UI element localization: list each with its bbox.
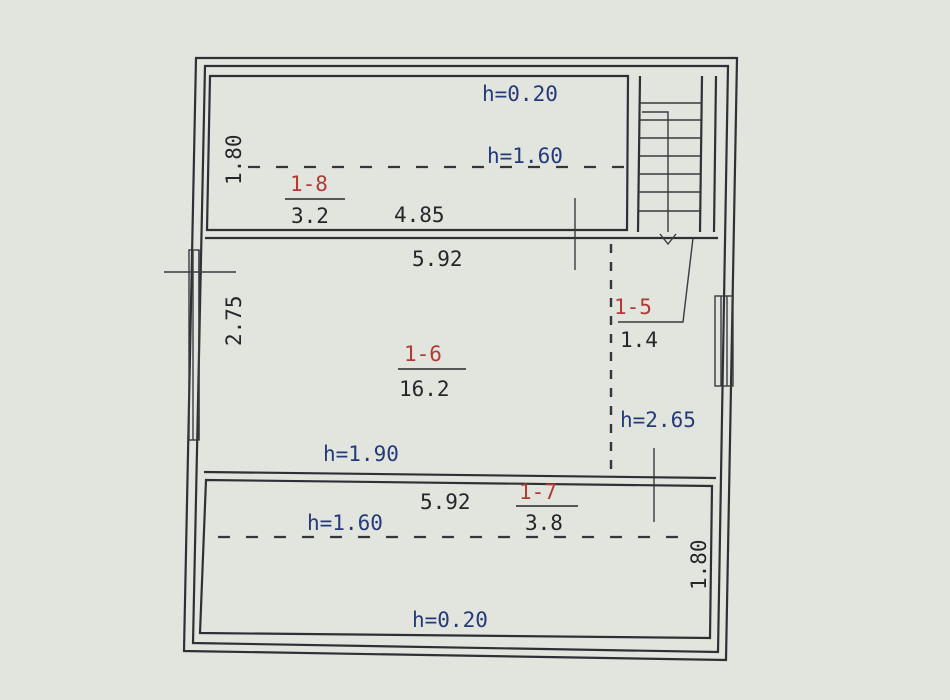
room-1-7-outline — [198, 478, 714, 640]
dim-top-room-length: 4.85 — [394, 203, 445, 227]
outer-wall-inner-edge — [191, 64, 730, 654]
room-1-8-outline — [205, 74, 630, 232]
height-top-outer: h=0.20 — [482, 82, 558, 106]
dim-top-room-height: 1.80 — [222, 134, 246, 185]
room-1-7-number: 1-7 — [519, 480, 557, 504]
dim-main-room-depth: 2.75 — [222, 295, 246, 346]
dim-top-room-width: 5.92 — [412, 247, 463, 271]
window-left — [164, 249, 236, 441]
room-1-8-area: 3.2 — [291, 204, 329, 228]
height-side: h=2.65 — [620, 408, 696, 432]
partition-wall-bottom — [203, 470, 717, 480]
room-1-8-number: 1-8 — [290, 172, 328, 196]
height-bottom-inner: h=1.60 — [307, 511, 383, 535]
room-1-6-number: 1-6 — [404, 342, 442, 366]
window-right — [714, 295, 734, 387]
height-main: h=1.90 — [323, 442, 399, 466]
room-1-5-area: 1.4 — [620, 328, 658, 352]
height-top-inner: h=1.60 — [487, 144, 563, 168]
room-1-5-number: 1-5 — [614, 295, 652, 319]
staircase — [636, 75, 718, 246]
dim-bottom-room-height: 1.80 — [687, 539, 711, 590]
outer-wall — [182, 56, 739, 662]
room-1-5-leader — [618, 237, 694, 323]
dim-bottom-room-width: 5.92 — [420, 490, 471, 514]
room-1-6-area: 16.2 — [399, 377, 450, 401]
height-bottom-outer: h=0.20 — [412, 608, 488, 632]
room-1-7-area: 3.8 — [525, 511, 563, 535]
